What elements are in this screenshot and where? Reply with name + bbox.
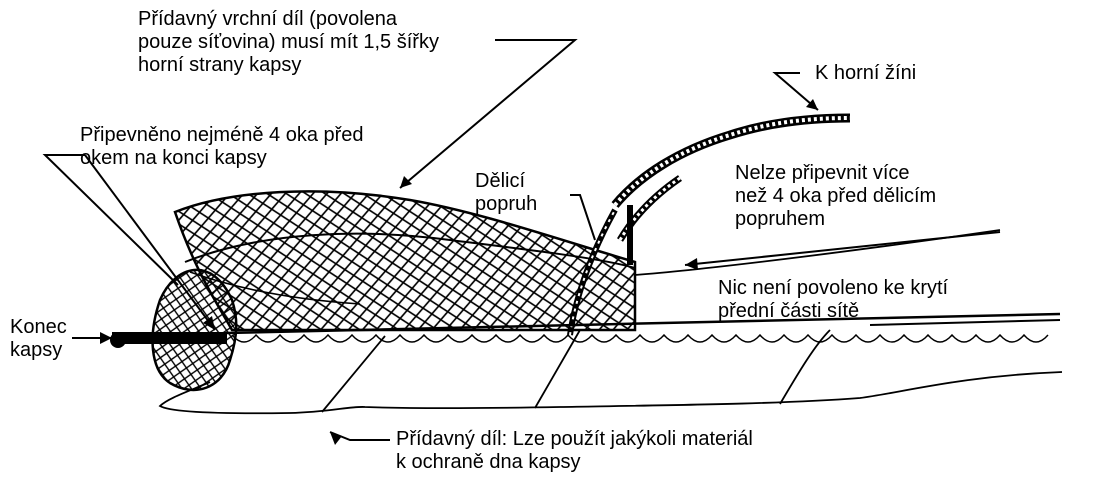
chafer-line-2 bbox=[534, 329, 581, 409]
footrope-line-2 bbox=[869, 319, 1061, 326]
footrope-line bbox=[225, 312, 1061, 335]
label-bottom-chafer: Přídavný díl: Lze použít jakýkoli materi… bbox=[396, 428, 753, 473]
codline-knot bbox=[110, 332, 126, 348]
arrowhead-to-headline bbox=[806, 99, 818, 110]
label-additional-top: Přídavný vrchní díl (povolena pouze síťo… bbox=[138, 8, 439, 76]
arrowhead-bottom bbox=[330, 432, 342, 445]
footrope-scallops bbox=[231, 333, 1049, 343]
arrowhead-codend bbox=[100, 332, 112, 344]
arrowhead-no-more bbox=[685, 258, 698, 270]
label-to-headline: K horní žíni bbox=[815, 62, 917, 84]
pointer-no-more bbox=[684, 231, 1001, 266]
splitting-strap bbox=[567, 208, 618, 336]
codend-end-net bbox=[151, 268, 238, 392]
pointer-additional-top bbox=[399, 39, 578, 189]
pointer-attached bbox=[42, 154, 179, 286]
chafer-outline bbox=[158, 371, 1063, 415]
pointer-to-headline bbox=[772, 72, 819, 111]
label-codend: Konec kapsy bbox=[10, 316, 67, 361]
headline-rope-outer-hatch bbox=[613, 116, 851, 207]
headline-rope-inner-hatch bbox=[618, 176, 681, 241]
label-nothing-allowed: Nic není povoleno ke krytí přední části … bbox=[718, 277, 949, 322]
chafer-line-3 bbox=[779, 329, 831, 405]
codline-rope bbox=[112, 332, 227, 344]
pointer-attached-2 bbox=[84, 154, 216, 331]
label-no-more: Nelze připevnit více než 4 oka před děli… bbox=[735, 162, 937, 230]
chafer-line-1 bbox=[321, 335, 386, 413]
arrowhead-additional-top bbox=[400, 176, 412, 188]
arrowhead-attached bbox=[203, 316, 215, 330]
label-attached: Připevněno nejméně 4 oka před okem na ko… bbox=[80, 124, 364, 169]
top-cover-net-inner-edge bbox=[184, 232, 636, 269]
label-splitting-strap: Dělicí popruh bbox=[475, 170, 538, 215]
pointer-splitting-strap bbox=[570, 194, 596, 241]
top-cover-net bbox=[173, 190, 637, 332]
